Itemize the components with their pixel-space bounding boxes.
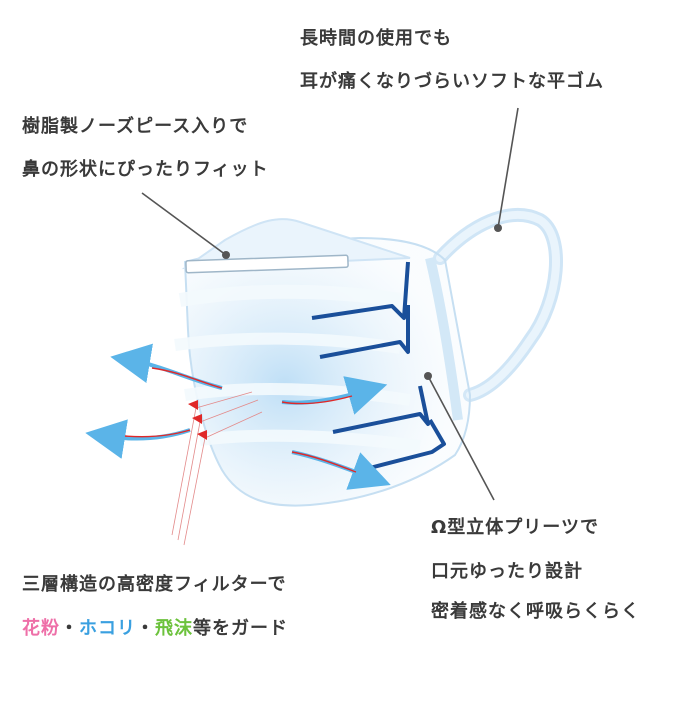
ear-loop-caption-line1: 長時間の使用でも <box>300 28 452 49</box>
filter-caption-line2: 花粉・ホコリ・飛沫等をガード <box>22 620 288 638</box>
separator: ・ <box>136 618 155 639</box>
separator: ・ <box>60 618 79 639</box>
leader-ear <box>497 107 519 229</box>
leader-nose <box>141 192 227 256</box>
filter-guard-text: 等をガード <box>193 618 288 639</box>
pollen-word: 花粉 <box>22 618 60 639</box>
pleats-caption-line1: Ω型立体プリーツで <box>431 517 599 538</box>
leader-pleats <box>427 375 495 501</box>
dust-word: ホコリ <box>79 618 136 639</box>
ear-loop-caption-line2: 耳が痛くなりづらいソフトな平ゴム <box>300 71 604 92</box>
mask-body <box>183 236 472 507</box>
pleats-caption-line3: 密着感なく呼吸らくらく <box>431 601 640 622</box>
filter-red-markers <box>188 400 207 440</box>
pleats-caption-line2: 口元ゆったり設計 <box>431 561 583 582</box>
filter-caption-line1: 三層構造の高密度フィルターで <box>22 574 287 595</box>
nose-piece-caption-line2: 鼻の形状にぴったりフィット <box>22 159 269 180</box>
airflow-arrows <box>85 343 391 490</box>
filter-leader-rays <box>171 391 263 546</box>
omega-pleat-frame <box>311 261 446 472</box>
nose-piece <box>185 254 349 274</box>
nose-piece-caption-line1: 樹脂製ノーズピース入りで <box>22 116 249 137</box>
droplet-word: 飛沫 <box>155 618 193 639</box>
